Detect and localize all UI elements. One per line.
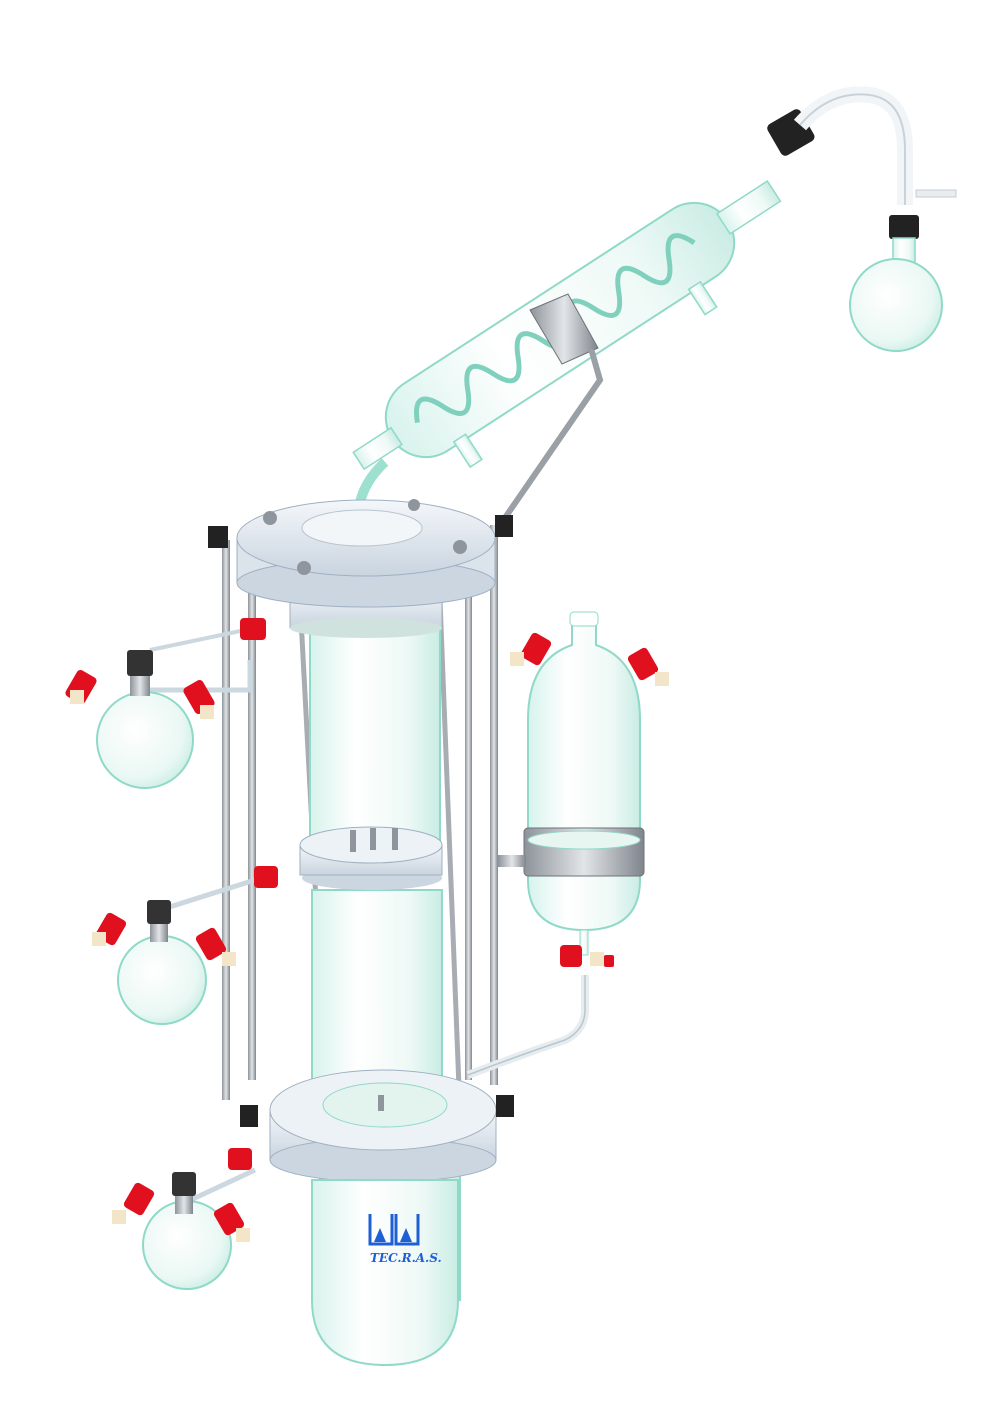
condenser xyxy=(352,86,957,528)
red-stopcock-icon xyxy=(228,1148,252,1170)
support-rod xyxy=(497,349,604,528)
side-flask-bottom xyxy=(142,1167,257,1290)
bottom-vessel: TEC.R.A.S. xyxy=(311,1179,459,1367)
black-knob-icon xyxy=(240,1105,258,1127)
stopcocks xyxy=(65,618,669,1242)
red-stopcock-icon xyxy=(254,866,278,888)
red-stopcock-icon xyxy=(65,669,97,705)
red-stopcock-icon xyxy=(510,632,552,666)
black-knob-icon xyxy=(208,526,228,548)
red-stopcock-icon xyxy=(213,1202,250,1242)
logo-text: TEC.R.A.S. xyxy=(370,1251,442,1265)
tec-ras-logo-icon xyxy=(368,1214,420,1246)
black-knob-icon xyxy=(496,1095,514,1117)
feed-vessel xyxy=(466,611,645,1079)
red-stopcock-icon xyxy=(92,912,127,946)
top-lid xyxy=(208,499,513,638)
red-stopcock-icon xyxy=(112,1182,155,1224)
red-stopcock-icon xyxy=(560,945,614,967)
red-stopcock-icon xyxy=(195,927,236,966)
condenser-clamp xyxy=(529,293,599,365)
middle-ring xyxy=(299,826,443,890)
side-flask-top xyxy=(96,628,253,789)
red-stopcock-icon xyxy=(627,647,669,686)
red-stopcock-icon xyxy=(183,679,215,719)
side-flask-middle xyxy=(117,877,256,1025)
bottom-flange xyxy=(240,1069,514,1183)
red-stopcock-icon xyxy=(240,618,266,640)
black-knob-icon xyxy=(495,515,513,537)
receiving-flask xyxy=(849,215,943,352)
